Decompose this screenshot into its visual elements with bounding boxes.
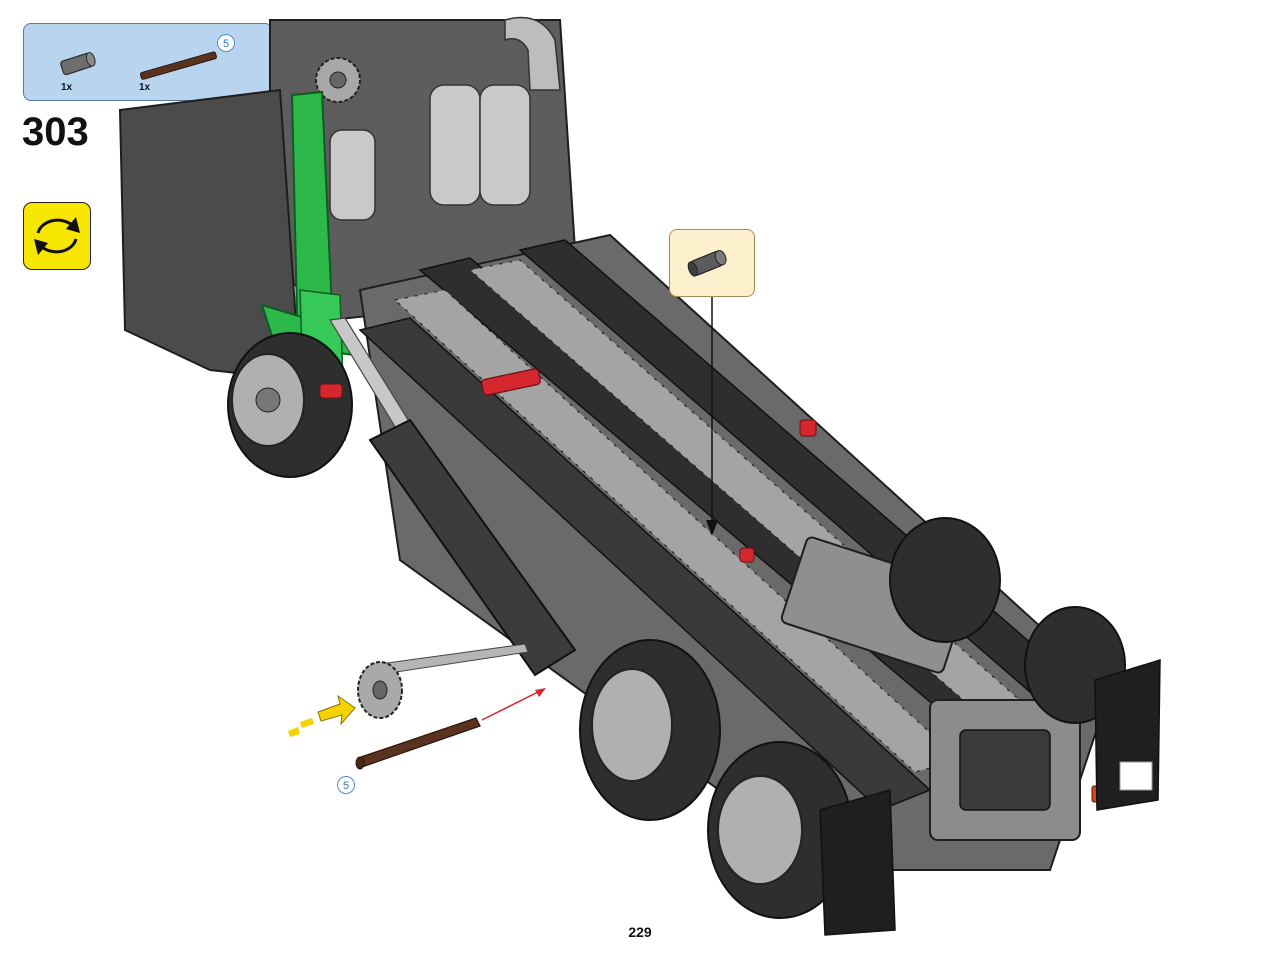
parts-list-box: 1x 1x 5: [23, 23, 273, 101]
axle-length-callout: 5: [217, 34, 235, 52]
axle-gear-assembly: [357, 643, 529, 719]
gray-axle-connector-icon: [60, 52, 96, 76]
yellow-insert-arrow: [288, 694, 356, 737]
gray-axle-connector-icon: [687, 250, 727, 277]
rear-wheel-1: [579, 639, 721, 821]
subassembly-callout-box: [669, 229, 755, 297]
subassembly-pointer: [706, 297, 718, 536]
axle-insert-arrow: [481, 688, 546, 721]
parts-list-illustration: [60, 51, 217, 80]
brown-axle: [355, 717, 481, 770]
rotate-arrows-icon: [34, 217, 80, 255]
rear-wheel-2: [707, 741, 853, 919]
brown-axle-icon: [139, 51, 217, 80]
cab-assembly: [118, 16, 577, 382]
chassis-frame: [358, 233, 1112, 871]
front-wheel: [227, 332, 353, 478]
part-count-axle: 1x: [139, 82, 151, 93]
step-number: 303: [22, 110, 89, 154]
axle-length-callout-model: 5: [337, 776, 355, 794]
rotate-model-icon: [23, 202, 91, 270]
part-count-connector: 1x: [61, 82, 73, 93]
hydraulic-cylinder: [329, 317, 577, 677]
mudflaps: [819, 658, 1161, 936]
page-number: 229: [628, 924, 652, 940]
